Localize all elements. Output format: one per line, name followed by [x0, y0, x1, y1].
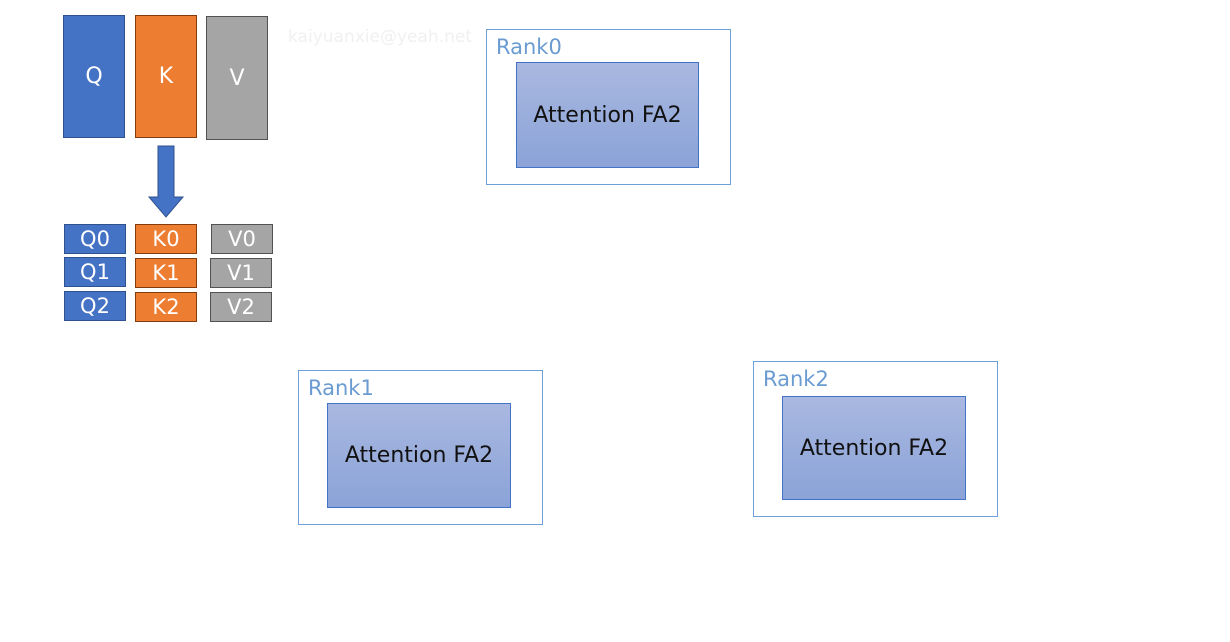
q1-chunk: Q1 [64, 257, 126, 287]
q0-label: Q0 [80, 227, 110, 251]
q-tensor: Q [63, 15, 125, 138]
k1-label: K1 [152, 261, 180, 285]
q1-label: Q1 [80, 260, 110, 284]
k0-label: K0 [152, 227, 180, 251]
rank2-frame: Rank2 Attention FA2 [753, 361, 998, 517]
rank0-frame: Rank0 Attention FA2 [486, 29, 731, 185]
split-arrow-icon [147, 145, 185, 218]
q-tensor-label: Q [85, 64, 103, 89]
rank0-attention-block: Attention FA2 [516, 62, 699, 168]
rank2-label: Rank2 [763, 367, 829, 391]
q2-chunk: Q2 [64, 291, 126, 321]
rank2-attention-label: Attention FA2 [799, 435, 949, 461]
v2-label: V2 [227, 295, 255, 319]
q0-chunk: Q0 [64, 224, 126, 254]
k-tensor-label: K [158, 64, 174, 89]
rank1-attention-label: Attention FA2 [344, 443, 494, 468]
rank1-frame: Rank1 Attention FA2 [298, 370, 543, 525]
rank1-label: Rank1 [308, 376, 374, 400]
v0-chunk: V0 [211, 224, 273, 254]
v1-chunk: V1 [210, 258, 272, 288]
k2-chunk: K2 [135, 292, 197, 322]
v2-chunk: V2 [210, 292, 272, 322]
k2-label: K2 [152, 295, 180, 319]
watermark-text: kaiyuanxie@yeah.net [288, 27, 472, 47]
v1-label: V1 [227, 261, 255, 285]
rank0-attention-label: Attention FA2 [533, 102, 682, 128]
v-tensor: V [206, 16, 268, 140]
q2-label: Q2 [80, 294, 110, 318]
k1-chunk: K1 [135, 258, 197, 288]
rank2-attention-block: Attention FA2 [782, 396, 966, 500]
k-tensor: K [135, 15, 197, 138]
v-tensor-label: V [229, 65, 245, 91]
v0-label: V0 [228, 227, 256, 251]
k0-chunk: K0 [135, 224, 197, 254]
rank0-label: Rank0 [496, 35, 562, 59]
rank1-attention-block: Attention FA2 [327, 403, 511, 508]
